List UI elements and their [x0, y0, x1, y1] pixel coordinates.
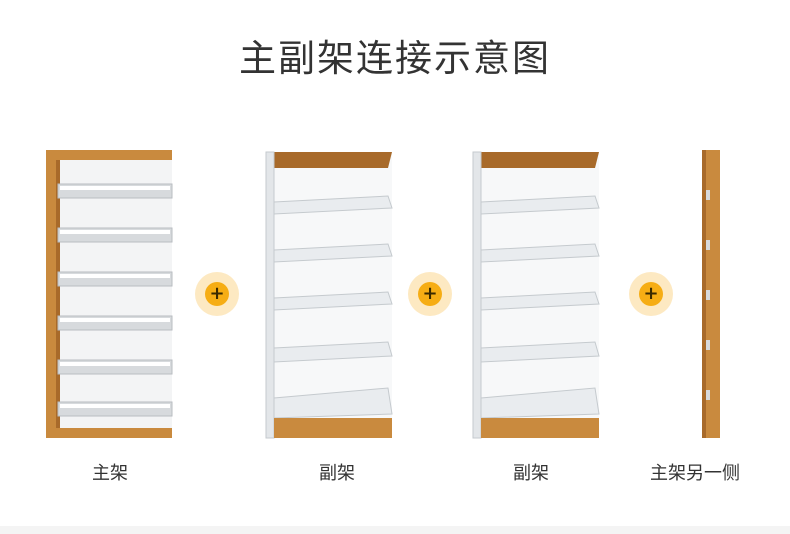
sub-shelf-image-2: [472, 151, 600, 439]
plus-icon: +: [195, 272, 239, 316]
caption-sub-shelf-1: 副架: [319, 463, 355, 484]
bottom-divider: [0, 526, 790, 534]
sub-shelf-image-1: [265, 151, 393, 439]
page-title: 主副架连接示意图: [239, 37, 551, 80]
plus-icon: +: [629, 272, 673, 316]
caption-sub-shelf-2: 副架: [513, 463, 549, 484]
main-shelf-side-image: [702, 150, 720, 438]
caption-main-shelf: 主架: [92, 463, 128, 484]
plus-icon: +: [408, 272, 452, 316]
caption-main-shelf-other-side: 主架另一侧: [650, 463, 740, 484]
main-shelf-image: [46, 150, 173, 438]
